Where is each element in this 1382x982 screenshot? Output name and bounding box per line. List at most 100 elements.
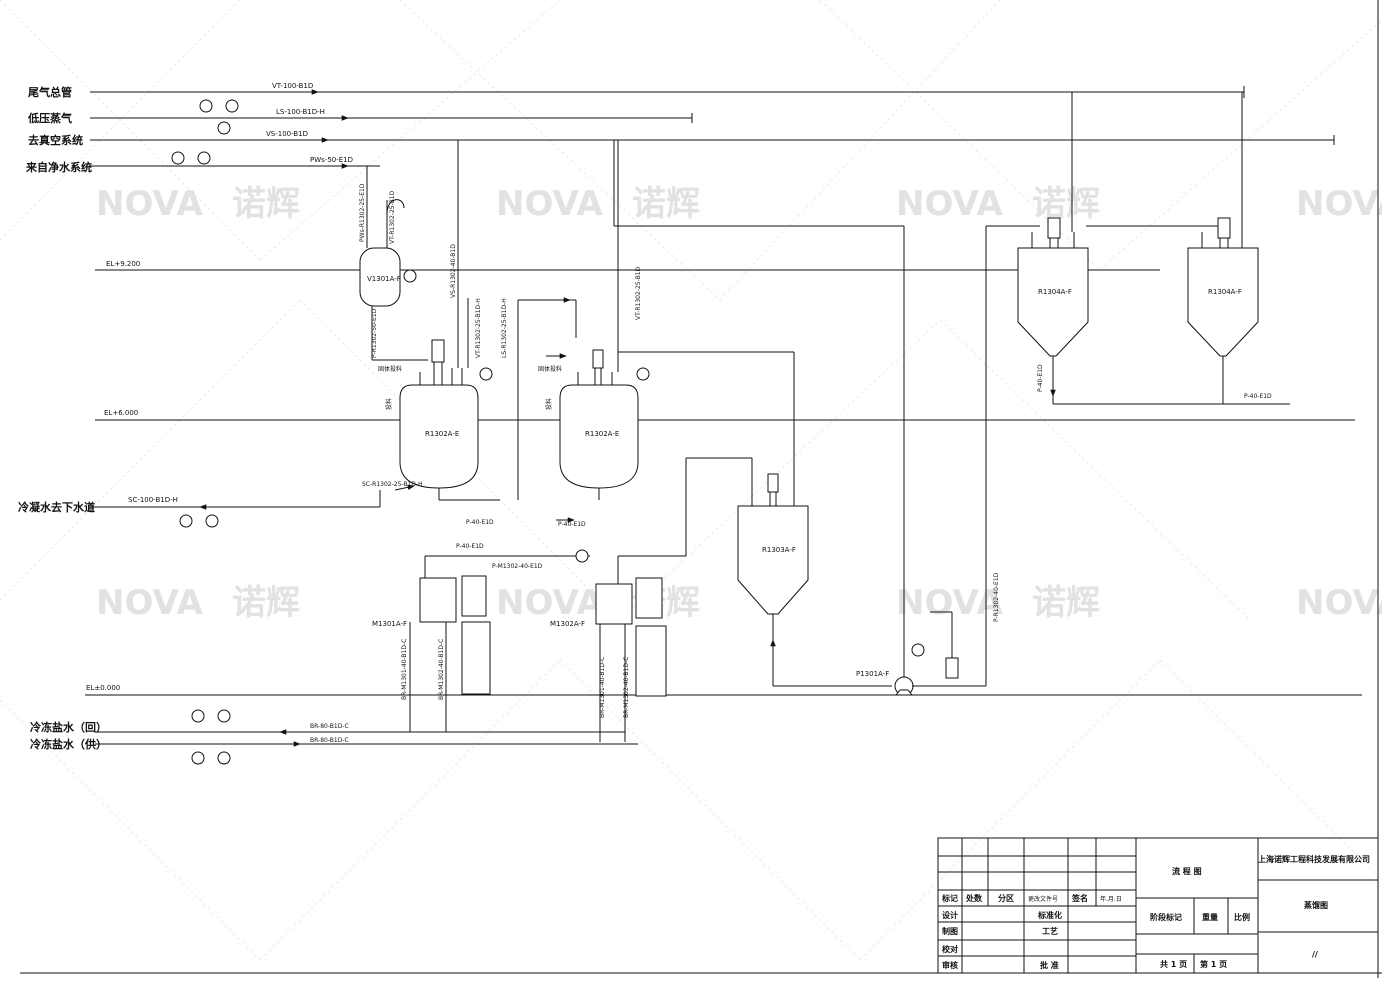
- tank-r1304-b: [1187, 92, 1259, 404]
- pipe-pm: P-M1302-40-E1D: [492, 563, 543, 570]
- title-company: 上海诺辉工程科技发展有限公司: [1258, 854, 1370, 864]
- title-drawing-name: 蒸馏图: [1304, 900, 1328, 910]
- stream-tail-gas: 尾气总管: [27, 85, 72, 99]
- pipe-br1: BR-M1301-40-B1D-C: [401, 639, 408, 700]
- equipment-m1301: M1301A-F: [372, 620, 407, 628]
- condensate-line: [90, 490, 381, 528]
- title-stage: 阶段标记: [1150, 912, 1182, 922]
- brine-lines: [95, 709, 638, 765]
- receiver-r1303: [618, 351, 892, 687]
- elevation-0000: EL±0.000: [86, 684, 120, 692]
- filter-m1302: [595, 457, 753, 742]
- stream-condensate: 冷凝水去下水道: [18, 500, 95, 514]
- pipe-v4: VS-R1302-40-B1D: [450, 244, 457, 298]
- title-count: 处数: [965, 893, 983, 903]
- title-standard: 标准化: [1037, 910, 1062, 920]
- watermark-cn: 诺辉: [1032, 184, 1100, 224]
- watermark-cn: 诺辉: [1032, 583, 1100, 623]
- elevation-lines: [85, 269, 1362, 696]
- watermarks: NOVA 诺辉 NOVA 诺辉 NOVA 诺辉 NOVA NOVA 诺辉 NOV…: [96, 184, 1382, 623]
- watermark-brand: NOVA: [96, 184, 203, 224]
- title-signature: 签名: [1071, 893, 1088, 903]
- equipment-m1302: M1302A-F: [550, 620, 585, 628]
- equipment-r1302-a: R1302A-E: [425, 430, 459, 438]
- watermark-brand: NOVA: [896, 583, 1003, 623]
- stream-clean-water: 来自净水系统: [25, 160, 92, 174]
- title-process: 工艺: [1042, 926, 1058, 936]
- title-slash: //: [1312, 950, 1318, 959]
- watermark-brand: NOVA: [496, 184, 603, 224]
- elevation-6000: EL+6.000: [104, 409, 138, 417]
- filter-m1301: [409, 549, 590, 732]
- title-date: 年.月.日: [1100, 895, 1122, 903]
- stream-brine-supply: 冷冻盐水（供）: [30, 737, 107, 751]
- title-design: 设计: [942, 910, 958, 920]
- header-instruments: [171, 99, 239, 165]
- pipe-p40-d: P-40-E1D: [1037, 364, 1044, 392]
- watermark-brand: NOVA: [896, 184, 1003, 224]
- pipe-ls: LS-100-B1D-H: [276, 108, 325, 116]
- title-draw: 制图: [942, 926, 958, 936]
- watermark-cn: 诺辉: [232, 583, 300, 623]
- reactor-r1302-a: [394, 140, 500, 501]
- title-weight: 重量: [1202, 912, 1218, 922]
- elevation-9200: EL+9.200: [106, 260, 140, 268]
- pipe-br4: BR-M1302-40-B1D-C: [623, 657, 630, 718]
- title-scale: 比例: [1234, 912, 1250, 922]
- pipe-sc: SC-100-B1D-H: [128, 496, 178, 504]
- equipment-p1301: P1301A-F: [856, 670, 889, 678]
- pipe-p40-c: P-40-E1D: [456, 543, 484, 550]
- pipe-v1: PWs-R1302-25-E1D: [359, 183, 366, 242]
- background-hatching: [0, 0, 1382, 961]
- vessel-v1301: [359, 166, 428, 361]
- stream-low-steam: 低压蒸气: [27, 111, 72, 125]
- pipe-v6: LS-R1302-25-B1D-H: [501, 298, 508, 358]
- note-solid-feed-2: 固体投料: [538, 365, 562, 373]
- title-zone: 分区: [998, 893, 1014, 903]
- watermark-brand: NOVA: [1296, 583, 1382, 623]
- pipe-p40-a: P-40-E1D: [466, 519, 494, 526]
- title-sheets: 共 1 页: [1160, 959, 1187, 969]
- equipment-r1304-a: R1304A-F: [1038, 288, 1072, 296]
- title-review: 审核: [942, 960, 958, 970]
- watermark-cn: 诺辉: [232, 184, 300, 224]
- pipe-v8: P-R1302-40-E1D: [993, 572, 1000, 622]
- note-feed-1: 投料: [385, 398, 393, 410]
- reactor-r1302-b: [517, 140, 650, 500]
- utility-headers: [90, 86, 1335, 169]
- note-solid-feed-1: 固体投料: [378, 365, 402, 373]
- title-approve: 批 准: [1040, 960, 1059, 970]
- tank-r1304-a: [1017, 92, 1290, 405]
- pipe-v3: P-R1302-50-E1D: [371, 308, 378, 358]
- title-sheet: 第 1 页: [1200, 959, 1227, 969]
- note-feed-2: 投料: [545, 398, 553, 410]
- stream-vacuum: 去真空系统: [28, 133, 83, 147]
- equipment-v1301: V1301A-F: [367, 275, 401, 283]
- watermark-brand: NOVA: [496, 583, 603, 623]
- pipe-br3: BR-M1301-40-B1D-C: [599, 657, 606, 718]
- watermark-cn: 诺辉: [632, 184, 700, 224]
- pipe-brs: BR-80-B1D-C: [310, 737, 349, 744]
- pipe-pw: PWs-50-E1D: [310, 156, 353, 164]
- pump-p1301: [613, 140, 1040, 696]
- stream-brine-return: 冷冻盐水（回）: [30, 720, 107, 734]
- watermark-brand: NOVA: [1296, 184, 1382, 224]
- pipe-sc2: SC-R1302-25-B1D-H: [362, 481, 423, 488]
- watermark-brand: NOVA: [96, 583, 203, 623]
- pipe-vt: VT-100-B1D: [272, 82, 313, 90]
- pipe-p40-b: P-40-E1D: [558, 521, 586, 528]
- pipe-v2: VT-R1302-25-B1D: [389, 190, 396, 244]
- pipe-v7: VT-R1302-25-B1D: [635, 266, 642, 320]
- title-check: 校对: [942, 944, 958, 954]
- title-mark: 标记: [941, 893, 958, 903]
- pipe-brr: BR-80-B1D-C: [310, 723, 349, 730]
- equipment-r1303: R1303A-F: [762, 546, 796, 554]
- title-drawing: 流 程 图: [1172, 866, 1202, 876]
- title-change-doc: 更改文件号: [1028, 895, 1058, 903]
- pipe-vs: VS-100-B1D: [266, 130, 308, 138]
- title-block: [937, 837, 1379, 974]
- pipe-p40-e: P-40-E1D: [1244, 393, 1272, 400]
- pipe-v5: VT-R1302-25-B1D-H: [475, 298, 482, 358]
